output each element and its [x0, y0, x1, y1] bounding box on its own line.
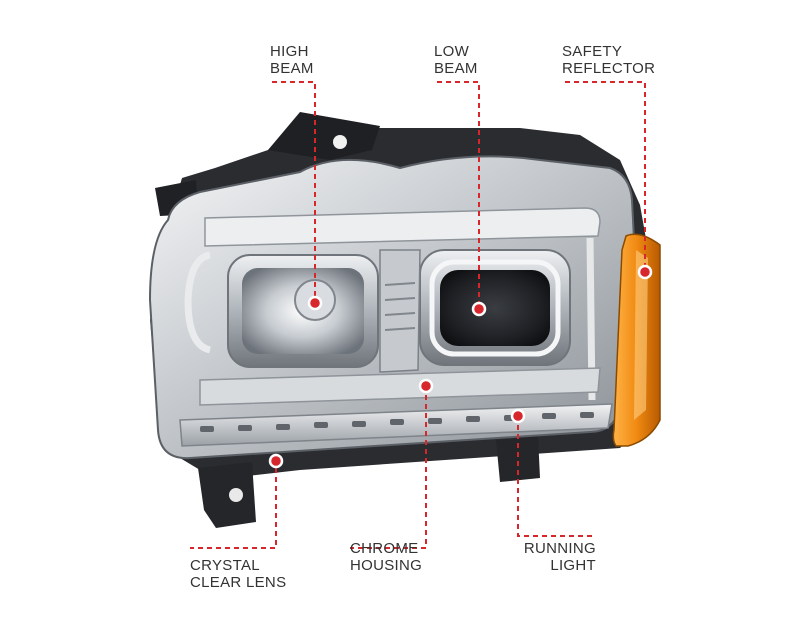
leader-dots	[268, 264, 653, 469]
leader-lines	[190, 81, 646, 549]
bottom-bracket-left	[198, 462, 256, 528]
callout-chrome-housing-line2: HOUSING	[350, 557, 423, 574]
low-beam-lens	[440, 270, 550, 346]
leader-high-beam	[270, 81, 316, 296]
callout-high-beam-line2: BEAM	[270, 60, 314, 77]
callout-running-light-line1: RUNNING	[523, 540, 596, 557]
callout-crystal-clear-lens-line1: CRYSTAL	[190, 557, 260, 574]
callout-safety-reflector-line2: REFLECTOR	[562, 60, 656, 77]
callout-safety-reflector: SAFETY REFLECTOR	[562, 43, 655, 77]
leader-low-beam	[434, 81, 480, 306]
bottom-bracket-right	[496, 436, 540, 482]
callout-safety-reflector-line1: SAFETY	[562, 43, 623, 60]
bracket-hole	[333, 135, 347, 149]
callout-running-light-line2: LIGHT	[550, 557, 596, 574]
callout-low-beam-line2: BEAM	[434, 60, 478, 77]
light-tube-top	[204, 207, 601, 247]
bottom-bracket-hole	[229, 488, 243, 502]
leader-chrome-housing	[350, 386, 427, 549]
callout-crystal-clear-lens-line2: CLEAR LENS	[190, 574, 287, 591]
low-beam-ring	[429, 259, 561, 357]
callout-chrome-housing: CHROME HOUSING	[350, 540, 422, 574]
chrome-ledge	[199, 367, 601, 406]
light-tube-left	[184, 251, 212, 354]
chrome-fins	[384, 282, 416, 331]
leader-running-light	[517, 416, 592, 537]
callout-running-light: RUNNING LIGHT	[510, 540, 596, 574]
callout-low-beam: LOW BEAM	[434, 43, 478, 77]
callout-high-beam: HIGH BEAM	[270, 43, 314, 77]
chrome-divider	[379, 249, 421, 373]
callout-chrome-housing-line1: CHROME	[350, 540, 419, 557]
top-bracket	[268, 112, 380, 160]
callout-crystal-clear-lens: CRYSTAL CLEAR LENS	[190, 557, 286, 591]
drl-leds	[200, 412, 594, 432]
amber-highlight	[634, 250, 648, 420]
leader-crystal-clear-lens	[190, 459, 277, 549]
callout-high-beam-line1: HIGH	[270, 43, 309, 60]
callout-low-beam-line1: LOW	[434, 43, 470, 60]
